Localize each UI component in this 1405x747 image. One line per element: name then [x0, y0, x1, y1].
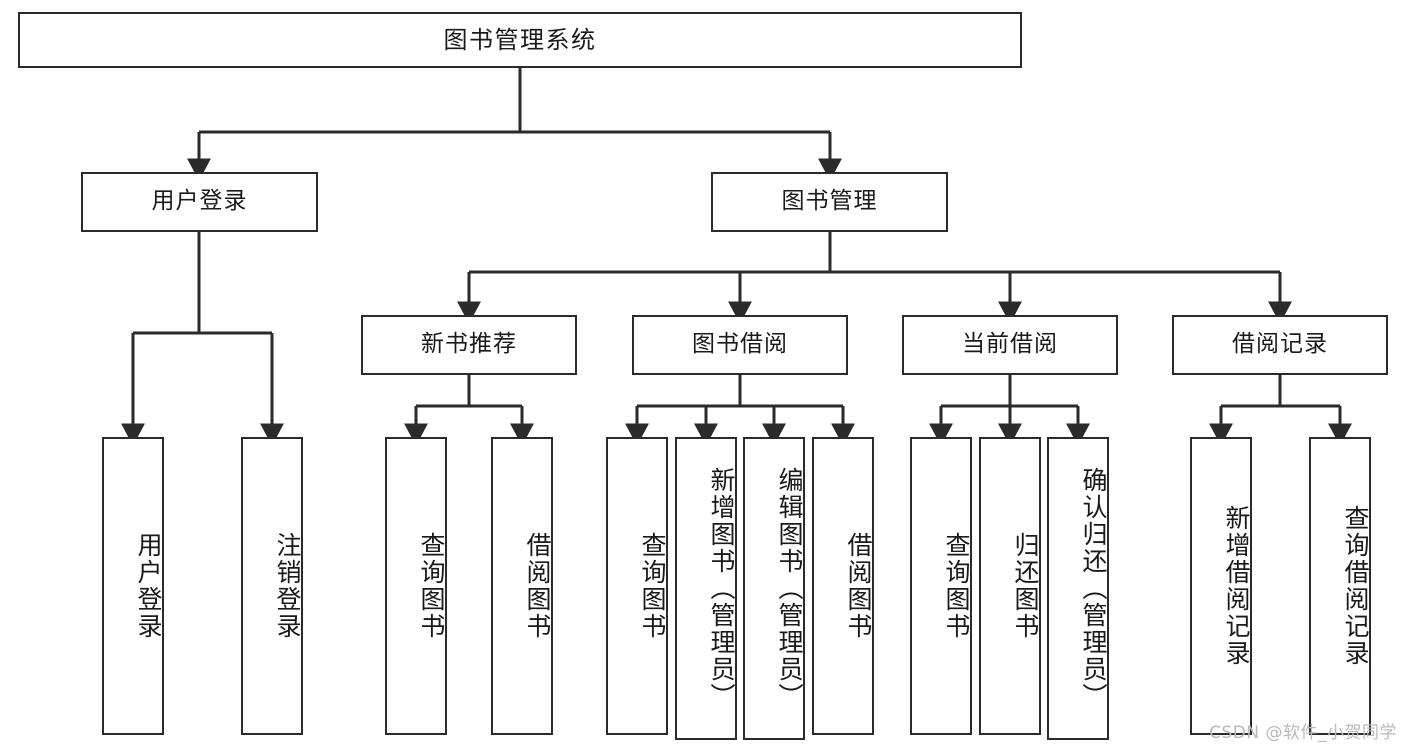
node-label: 图书管理 [781, 188, 878, 215]
node-current-borrow[interactable]: 当前借阅 [902, 315, 1118, 375]
node-label: 查询图书 [942, 532, 971, 640]
node-label: 借阅记录 [1232, 331, 1328, 358]
node-root-system[interactable]: 图书管理系统 [18, 12, 1022, 68]
node-leaf-borrow-book-2[interactable]: 借阅图书 [812, 437, 874, 735]
node-leaf-add-book[interactable]: 新增图书（管理员） [675, 437, 737, 740]
node-label: 查询图书 [638, 532, 667, 640]
node-user-login[interactable]: 用户登录 [81, 172, 318, 232]
node-leaf-borrow-book-1[interactable]: 借阅图书 [491, 437, 553, 735]
node-book-borrow[interactable]: 图书借阅 [632, 315, 848, 375]
node-label: 归还图书 [1011, 532, 1040, 640]
node-label: 注销登录 [273, 532, 302, 640]
node-label: 新增借阅记录 [1222, 505, 1251, 667]
node-leaf-query-borrow-record[interactable]: 查询借阅记录 [1309, 437, 1371, 735]
node-label: 图书借阅 [692, 331, 788, 358]
node-label: 新增图书（管理员） [707, 467, 736, 710]
node-label: 查询图书 [417, 532, 446, 640]
node-label: 图书管理系统 [443, 25, 597, 54]
node-leaf-query-book-1[interactable]: 查询图书 [385, 437, 447, 735]
node-book-management[interactable]: 图书管理 [711, 172, 948, 232]
node-label: 当前借阅 [962, 331, 1058, 358]
node-label: 借阅图书 [844, 532, 873, 640]
node-label: 查询借阅记录 [1341, 505, 1370, 667]
node-leaf-return-book[interactable]: 归还图书 [979, 437, 1041, 735]
node-label: 确认归还（管理员） [1079, 467, 1108, 710]
node-label: 新书推荐 [421, 331, 517, 358]
node-label: 借阅图书 [523, 532, 552, 640]
csdn-watermark: CSDN @软件_小贺同学 [1209, 723, 1397, 743]
node-label: 用户登录 [134, 532, 163, 640]
node-leaf-user-login[interactable]: 用户登录 [102, 437, 164, 735]
node-leaf-edit-book[interactable]: 编辑图书（管理员） [743, 437, 805, 740]
node-leaf-confirm-return[interactable]: 确认归还（管理员） [1047, 437, 1109, 740]
node-borrow-record[interactable]: 借阅记录 [1172, 315, 1388, 375]
node-leaf-query-book-3[interactable]: 查询图书 [910, 437, 972, 735]
node-label: 编辑图书（管理员） [775, 467, 804, 710]
node-new-book-recommendation[interactable]: 新书推荐 [361, 315, 577, 375]
node-leaf-add-borrow-record[interactable]: 新增借阅记录 [1190, 437, 1252, 735]
node-label: 用户登录 [151, 188, 248, 215]
node-leaf-query-book-2[interactable]: 查询图书 [606, 437, 668, 735]
node-leaf-logout[interactable]: 注销登录 [241, 437, 303, 735]
